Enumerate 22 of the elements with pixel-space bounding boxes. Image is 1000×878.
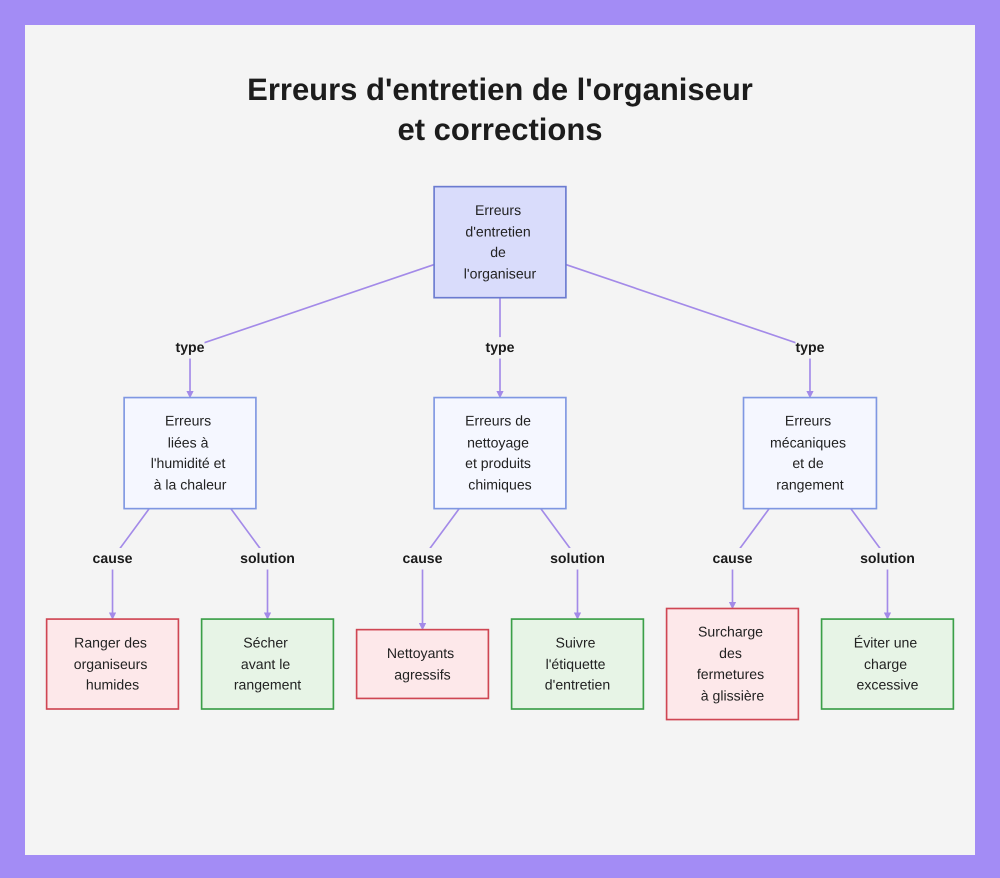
edge-label: cause — [92, 550, 132, 566]
edge-label: type — [486, 340, 514, 356]
arrow — [186, 264, 434, 398]
edge-label: solution — [240, 550, 295, 566]
edge-label: solution — [550, 550, 605, 566]
edge-label: solution — [860, 550, 915, 566]
edge-label: cause — [402, 550, 442, 566]
node-box: Erreurs d'entretien de l'organiseur — [433, 186, 567, 299]
node-box: Éviter une charge excessive — [820, 618, 954, 710]
node-box: Erreurs liées à l'humidité et à la chaleur — [123, 396, 257, 510]
node-box: Nettoyants agressifs — [356, 628, 490, 700]
node-box: Suivre l'étiquette d'entretien — [510, 618, 644, 710]
node-box: Sécher avant le rangement — [200, 618, 334, 710]
edge-label: cause — [712, 550, 752, 566]
node-box: Ranger des organiseurs humides — [46, 618, 180, 710]
edge-label: type — [176, 340, 205, 356]
node-box: Erreurs de nettoyage et produits chimiques — [433, 396, 567, 510]
edge-label: type — [795, 340, 824, 356]
node-box: Erreurs mécaniques et de rangement — [742, 396, 878, 510]
node-box: Surcharge des fermetures à glissière — [666, 608, 800, 720]
diagram-title: Erreurs d'entretien de l'organiseur et corrections — [246, 71, 754, 149]
arrow — [566, 264, 814, 398]
